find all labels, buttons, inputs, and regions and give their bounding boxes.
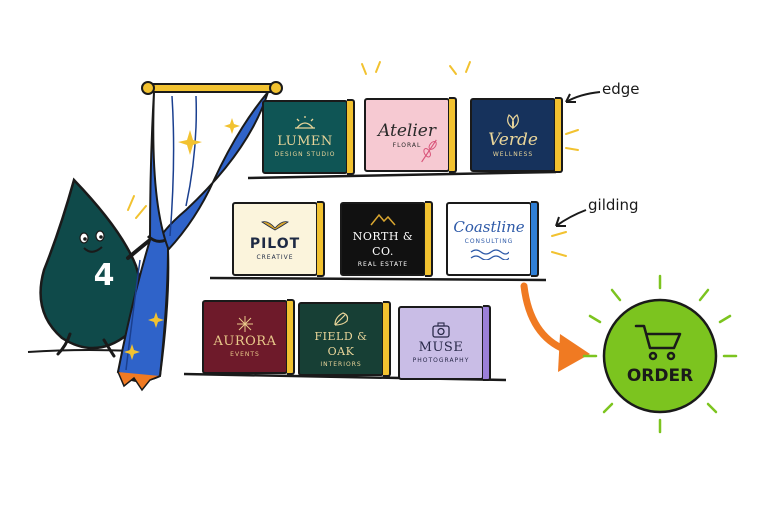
logo-card-field-and-oak[interactable]: FIELD & OAK INTERIORS: [298, 302, 384, 376]
logo-card-muse[interactable]: MUSE PHOTOGRAPHY: [398, 306, 484, 380]
order-badge[interactable]: [582, 274, 738, 434]
logo-name: LUMEN: [277, 134, 333, 149]
camera-icon: [432, 322, 450, 338]
edge-arrow: [565, 91, 601, 103]
curtain: [116, 90, 270, 392]
gilded-edge: [347, 99, 355, 175]
gilded-edge: [383, 301, 391, 377]
logo-subtitle: CREATIVE: [256, 253, 294, 261]
mascot-arm: [126, 238, 152, 260]
logo-name: FIELD & OAK: [314, 329, 368, 358]
wings-icon: [261, 220, 289, 230]
sparkle-icon: [237, 316, 253, 332]
mascot-number: 4: [93, 258, 115, 293]
sun-rays-icon: [295, 116, 315, 129]
order-button-label[interactable]: ORDER: [626, 366, 694, 386]
leaf-icon: [507, 113, 519, 129]
curtain-star-1: [178, 130, 202, 155]
order-arrow: [520, 282, 590, 372]
logo-subtitle: CONSULTING: [464, 238, 514, 245]
curtain-star-2: [224, 118, 240, 134]
cart-icon: [634, 324, 682, 361]
logo-name: Verde: [488, 129, 538, 150]
logo-card-lumen[interactable]: LUMEN DESIGN STUDIO: [262, 100, 348, 174]
shelf-1: [247, 170, 557, 180]
mascot-leg-left: [56, 332, 72, 356]
floral-sprig-icon: [421, 139, 437, 163]
logo-card-verde[interactable]: Verde WELLNESS: [470, 98, 556, 172]
gilded-edge: [425, 201, 433, 277]
waves-icon: [470, 249, 509, 260]
badge-rays: [582, 274, 738, 434]
gilding-annotation: gilding: [588, 196, 639, 214]
curtain-hem: [117, 371, 161, 392]
curtain-star-4: [124, 344, 140, 360]
gilded-edge: [555, 97, 563, 173]
logo-subtitle: FLORAL: [392, 141, 422, 149]
logo-subtitle: INTERIORS: [320, 360, 362, 368]
logo-subtitle: PHOTOGRAPHY: [412, 357, 470, 364]
shelf-2: [209, 276, 547, 282]
gilded-edge: [449, 97, 457, 173]
mascot-body: [39, 177, 143, 350]
mascot-smile: [83, 246, 103, 253]
logo-name: NORTH & CO.: [352, 229, 414, 258]
logo-name: MUSE: [418, 340, 464, 355]
gilding-arrow: [555, 209, 587, 227]
logo-card-pilot[interactable]: PILOT CREATIVE: [232, 202, 318, 276]
logo-name: PILOT: [249, 235, 301, 252]
logo-name: Coastline: [453, 218, 525, 236]
logo-card-coastline[interactable]: Coastline CONSULTING: [446, 202, 532, 276]
logo-subtitle: EVENTS: [230, 351, 260, 358]
edge-annotation: edge: [602, 80, 640, 98]
logo-card-north-and-co[interactable]: NORTH & CO. REAL ESTATE: [340, 202, 426, 276]
gilded-edge: [531, 201, 539, 277]
logo-card-aurora[interactable]: AURORA EVENTS: [202, 300, 288, 374]
oak-leaf-icon: [334, 311, 349, 326]
gilded-edge: [483, 305, 491, 381]
logo-name: Atelier: [378, 120, 436, 141]
logo-name: AURORA: [213, 334, 277, 349]
mountain-icon: [370, 213, 396, 225]
mascot: [39, 177, 152, 358]
logo-subtitle: DESIGN STUDIO: [274, 151, 336, 158]
logo-card-atelier[interactable]: Atelier FLORAL: [364, 98, 450, 172]
logo-subtitle: WELLNESS: [492, 150, 534, 158]
curtain-star-3: [148, 312, 164, 328]
gilded-edge: [287, 299, 295, 375]
logo-subtitle: REAL ESTATE: [357, 260, 409, 268]
mascot-leg-right: [102, 338, 116, 358]
gilded-edge: [317, 201, 325, 277]
